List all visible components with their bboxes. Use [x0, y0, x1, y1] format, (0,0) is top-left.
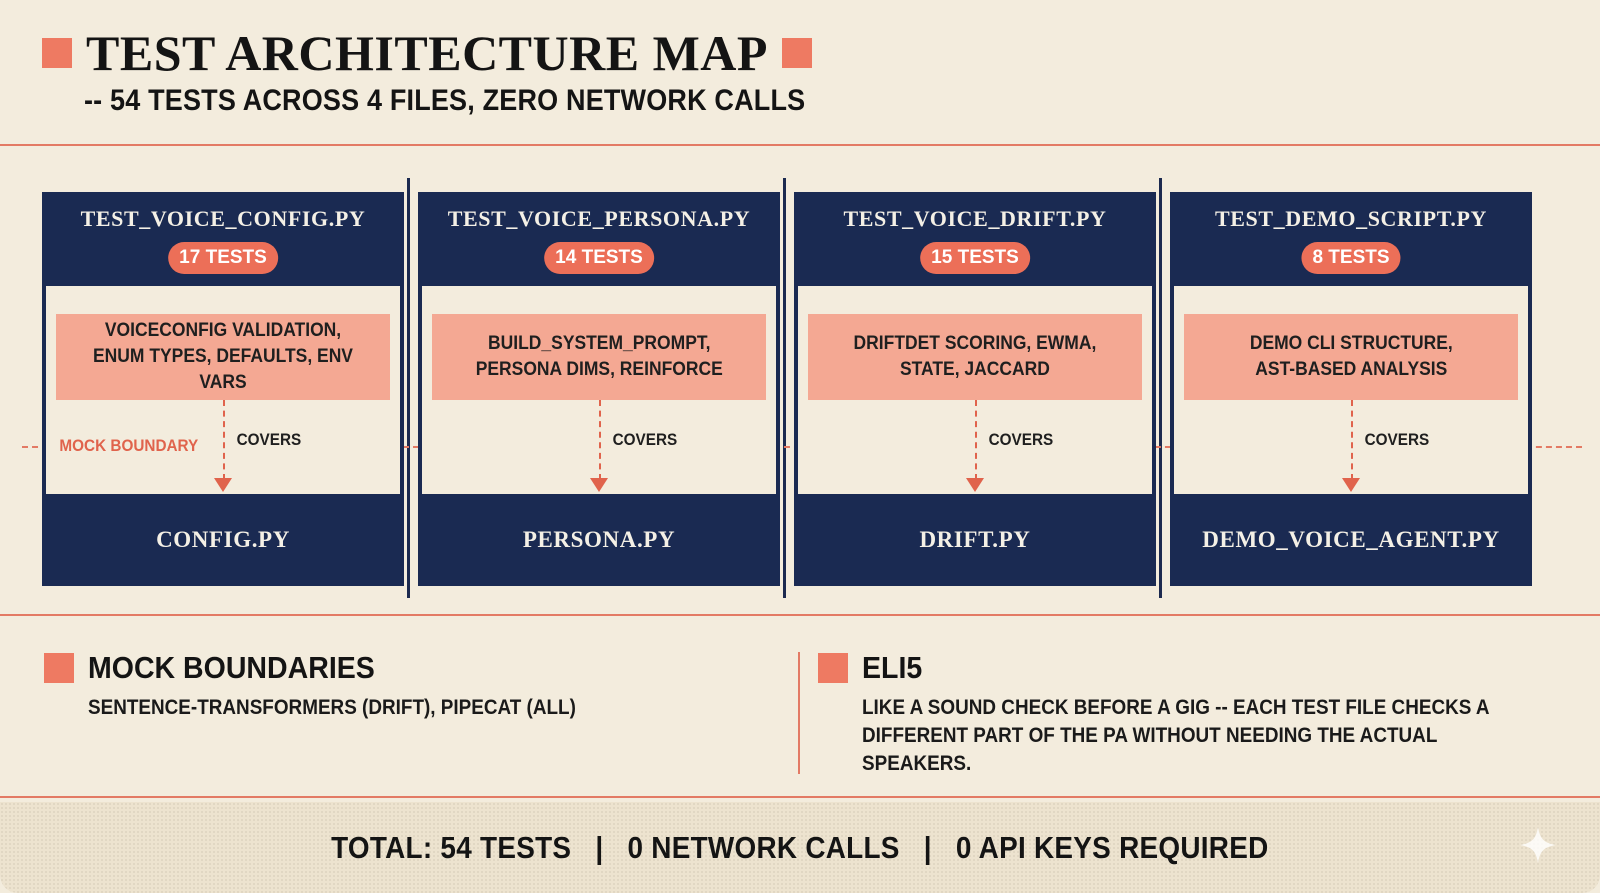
test-description-box: DEMO CLI STRUCTURE, AST-BASED ANALYSIS	[1184, 314, 1518, 400]
test-description: DRIFTDET SCORING, EWMA, STATE, JACCARD	[853, 333, 1097, 380]
test-file-name: TEST_DEMO_SCRIPT.PY	[1215, 206, 1487, 231]
test-column-config: TEST_VOICE_CONFIG.PY 17 TESTS VOICECONFI…	[42, 192, 404, 586]
test-file-name: TEST_VOICE_CONFIG.PY	[80, 206, 366, 231]
eli5-heading: ELI5	[818, 650, 927, 686]
mock-boundary-label: MOCK BOUNDARY	[54, 436, 204, 456]
arrow-down-icon	[1342, 478, 1360, 492]
sparkle-icon	[1520, 827, 1556, 863]
header-divider	[0, 144, 1600, 146]
source-file-box: CONFIG.PY	[42, 494, 404, 586]
footer-summary-text: TOTAL: 54 TESTS | 0 NETWORK CALLS | 0 AP…	[331, 829, 1269, 865]
test-count-badge: 14 TESTS	[544, 242, 654, 274]
covers-arrow-line	[223, 400, 225, 480]
card-border	[1170, 286, 1174, 494]
covers-label: COVERS	[609, 430, 681, 450]
test-file-header: TEST_VOICE_CONFIG.PY 17 TESTS	[42, 192, 404, 286]
source-file-box: PERSONA.PY	[418, 494, 780, 586]
test-file-header: TEST_DEMO_SCRIPT.PY 8 TESTS	[1170, 192, 1532, 286]
test-description-box: DRIFTDET SCORING, EWMA, STATE, JACCARD	[808, 314, 1142, 400]
test-column-drift: TEST_VOICE_DRIFT.PY 15 TESTS DRIFTDET SC…	[794, 192, 1156, 586]
source-file-box: DEMO_VOICE_AGENT.PY	[1170, 494, 1532, 586]
arrow-down-icon	[590, 478, 608, 492]
source-file-name: DEMO_VOICE_AGENT.PY	[1202, 527, 1500, 552]
info-divider	[798, 652, 800, 774]
test-file-header: TEST_VOICE_PERSONA.PY 14 TESTS	[418, 192, 780, 286]
title-square-right-icon	[781, 38, 812, 68]
card-border	[418, 286, 422, 494]
covers-arrow-line	[599, 400, 601, 480]
test-description-box: BUILD_SYSTEM_PROMPT, PERSONA DIMS, REINF…	[432, 314, 766, 400]
test-count-badge: 15 TESTS	[920, 242, 1030, 274]
source-file-name: DRIFT.PY	[919, 527, 1031, 552]
covers-label: COVERS	[233, 430, 305, 450]
page-subtitle: -- 54 TESTS ACROSS 4 FILES, ZERO NETWORK…	[84, 84, 806, 117]
covers-label: COVERS	[985, 430, 1057, 450]
card-border	[400, 286, 404, 494]
eli5-line-1: LIKE A SOUND CHECK BEFORE A GIG -- EACH …	[862, 696, 1490, 719]
footer-summary: TOTAL: 54 TESTS | 0 NETWORK CALLS | 0 AP…	[0, 802, 1600, 893]
footer-divider	[0, 796, 1600, 798]
mock-boundaries-title: MOCK BOUNDARIES	[88, 650, 375, 685]
column-separator	[1159, 178, 1162, 598]
bullet-square-icon	[44, 653, 74, 683]
arrow-down-icon	[966, 478, 984, 492]
section-divider	[0, 614, 1600, 616]
source-file-box: DRIFT.PY	[794, 494, 1156, 586]
source-file-name: PERSONA.PY	[522, 527, 676, 552]
test-count-badge: 8 TESTS	[1301, 242, 1401, 274]
eli5-line-2: DIFFERENT PART OF THE PA WITHOUT NEEDING…	[862, 724, 1438, 775]
test-column-demo: TEST_DEMO_SCRIPT.PY 8 TESTS DEMO CLI STR…	[1170, 192, 1532, 586]
mock-boundaries-text: SENTENCE-TRANSFORMERS (DRIFT), PIPECAT (…	[88, 696, 576, 719]
card-border	[794, 286, 798, 494]
covers-arrow-line	[975, 400, 977, 480]
test-file-name: TEST_VOICE_DRIFT.PY	[843, 206, 1107, 231]
test-description: DEMO CLI STRUCTURE, AST-BASED ANALYSIS	[1249, 333, 1453, 380]
card-border	[1528, 286, 1532, 494]
card-border	[42, 286, 46, 494]
test-file-name: TEST_VOICE_PERSONA.PY	[447, 206, 751, 231]
covers-arrow-line	[1351, 400, 1353, 480]
test-column-persona: TEST_VOICE_PERSONA.PY 14 TESTS BUILD_SYS…	[418, 192, 780, 586]
test-count-badge: 17 TESTS	[168, 242, 278, 274]
column-separator	[407, 178, 410, 598]
mock-boundaries-heading: MOCK BOUNDARIES	[44, 650, 400, 686]
test-description-box: VOICECONFIG VALIDATION, ENUM TYPES, DEFA…	[56, 314, 390, 400]
test-description: VOICECONFIG VALIDATION, ENUM TYPES, DEFA…	[93, 320, 353, 393]
eli5-title: ELI5	[862, 650, 923, 685]
source-file-name: CONFIG.PY	[156, 527, 290, 552]
page-title: TEST ARCHITECTURE MAP	[86, 25, 768, 81]
covers-label: COVERS	[1361, 430, 1433, 450]
column-separator	[783, 178, 786, 598]
test-file-header: TEST_VOICE_DRIFT.PY 15 TESTS	[794, 192, 1156, 286]
arrow-down-icon	[214, 478, 232, 492]
title-square-left-icon	[42, 38, 72, 68]
card-border	[776, 286, 780, 494]
bullet-square-icon	[818, 653, 848, 683]
title-row: TEST ARCHITECTURE MAP	[42, 28, 812, 78]
card-border	[1152, 286, 1156, 494]
test-description: BUILD_SYSTEM_PROMPT, PERSONA DIMS, REINF…	[475, 333, 723, 380]
